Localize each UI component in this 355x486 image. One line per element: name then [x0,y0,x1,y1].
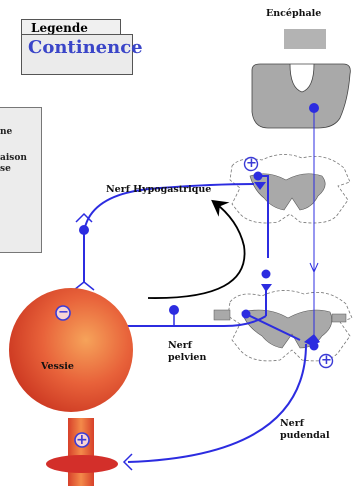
bladder [9,288,133,412]
encephale-block [284,29,326,49]
brain-neuron-dot [309,103,319,113]
side-panel-line-2: aison [0,153,27,163]
label-nerf-pelvien-1: Nerf [168,340,192,351]
legend-box: Continence [21,34,143,75]
label-nerf-pudendal-1: Nerf [280,418,304,429]
label-encephale: Encéphale [266,8,322,19]
plus-sign-lower-cord [318,353,334,369]
minus-sign-bladder [55,305,71,321]
side-panel-line-1: ne [0,127,13,137]
legend-title: Continence [28,37,143,58]
side-panel: ne aison se [0,107,42,253]
legend-tab: Legende [21,19,121,35]
side-panel-line-3: se [0,164,11,174]
curved-arrow [147,199,246,299]
label-vessie: Vessie [41,361,74,372]
label-nerf-pudendal-2: pudendal [280,430,330,441]
minus-glyph: − [58,305,69,320]
plus-glyph-urethra: + [76,432,88,448]
sphincter [46,455,118,473]
plus-sign-upper-cord [243,156,259,172]
label-nerf-hypogastrique: Nerf Hypogastrique [106,184,212,195]
pelvic-nerve [104,315,267,327]
label-nerf-pelvien-2: pelvien [168,352,207,363]
hypogastric-nerve [83,183,255,282]
spinal-segment-lower [213,290,353,362]
urethra [68,418,94,486]
plus-glyph-upper: + [246,156,257,171]
pudendal-nerve [127,343,307,463]
plus-glyph-lower: + [321,353,332,368]
plus-sign-urethra [74,432,90,448]
brain-shape [251,63,351,129]
